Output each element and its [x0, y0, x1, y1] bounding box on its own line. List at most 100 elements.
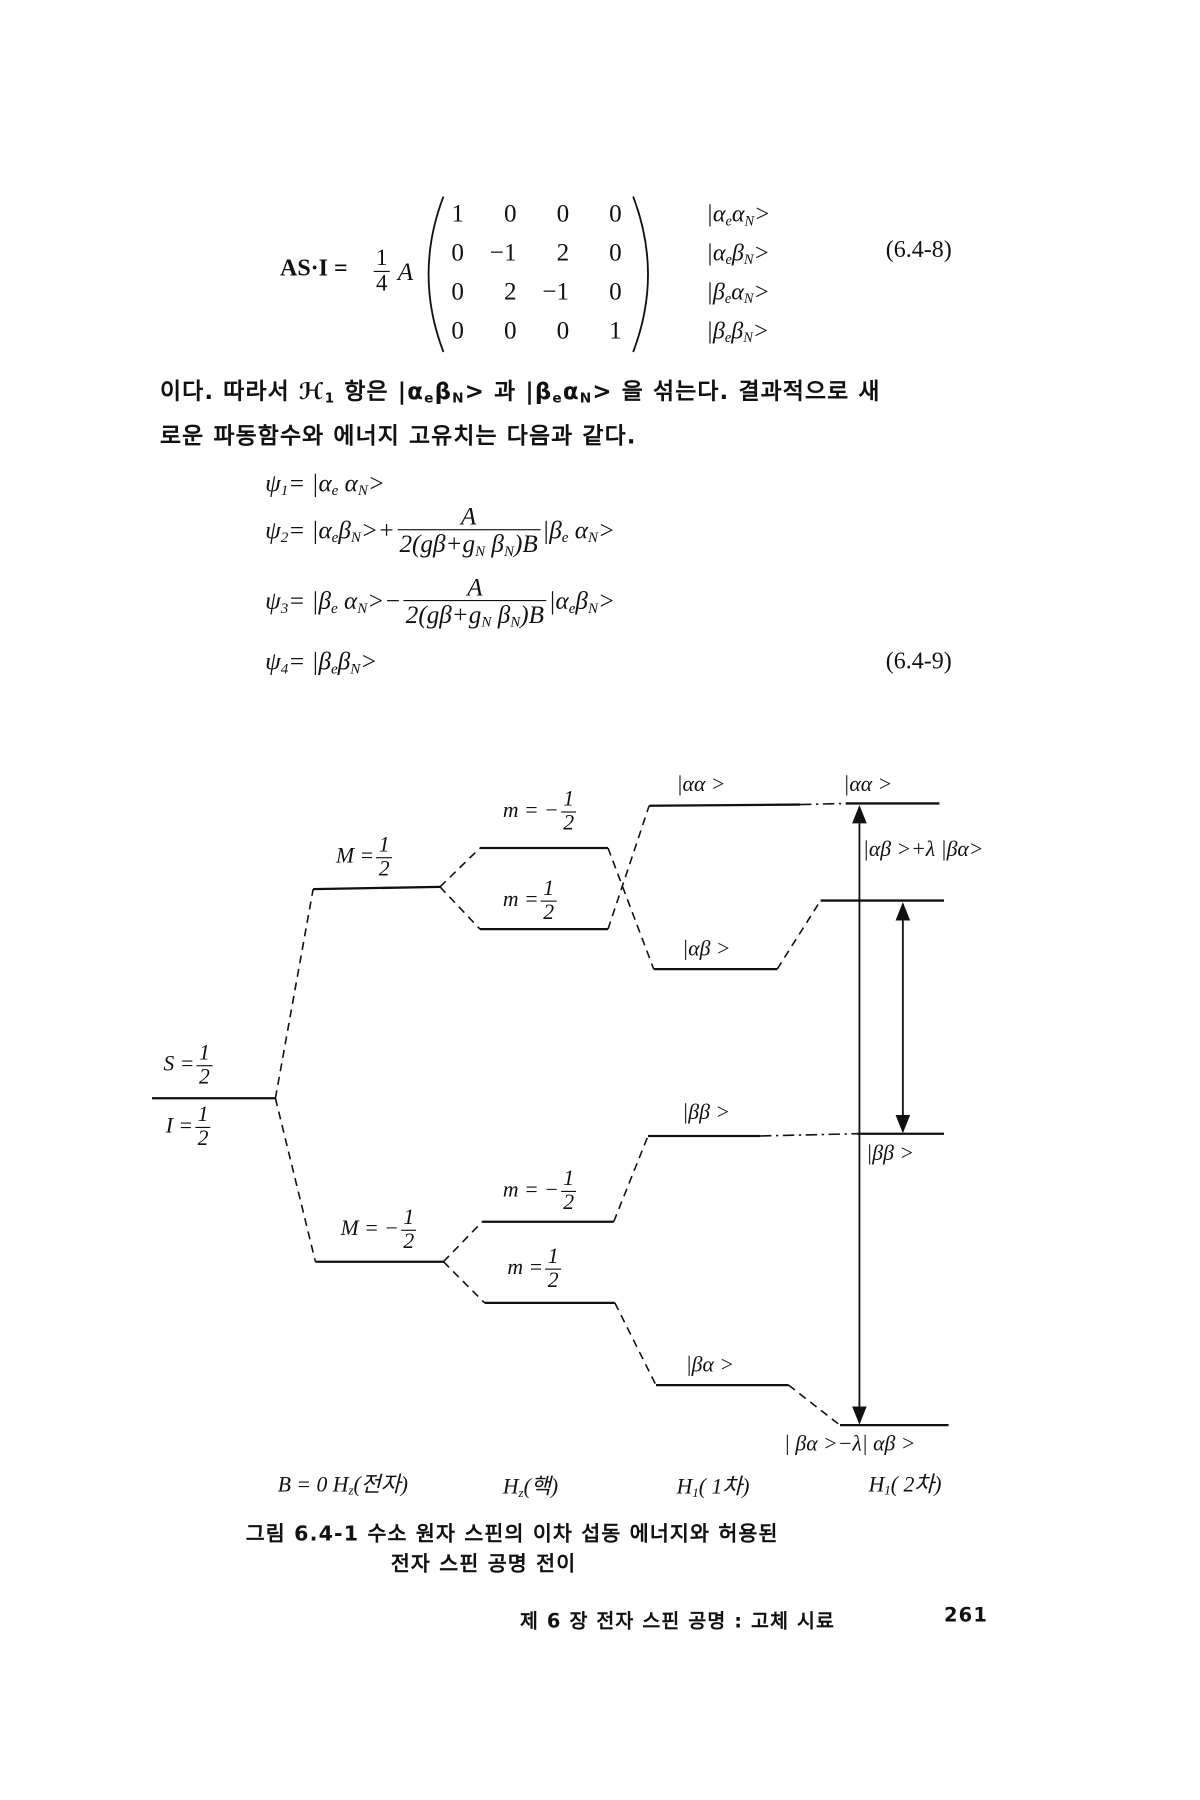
subscript: e [330, 599, 338, 617]
basis-ket: |βeβN> [706, 315, 770, 346]
text-run: β [338, 515, 351, 544]
denominator: 2 [560, 1190, 577, 1215]
subscript: 1 [280, 481, 289, 499]
denominator: 2 [376, 857, 392, 881]
denominator: 2 [195, 1126, 211, 1151]
denominator: 2 [545, 1268, 561, 1292]
text-run: α [338, 468, 358, 498]
subscript: N [452, 389, 465, 406]
text-run: 이다. 따라서 [159, 377, 299, 405]
numerator: 1 [198, 1041, 210, 1066]
matrix-cell-3-3: 1 [609, 315, 622, 344]
text-run: ( 2차) [890, 1473, 942, 1498]
equation-number: (6.4-9) [885, 646, 952, 675]
subscript: 4 [280, 659, 289, 677]
numerator: 1 [375, 245, 388, 271]
denominator: 2 [560, 811, 577, 835]
subscript: z [518, 1486, 524, 1501]
text-run: )B [513, 529, 538, 558]
text-run: 2(gβ+g [399, 529, 476, 558]
text-run: 항은 |α [335, 377, 425, 405]
text-run: > 을 섞는다. 결과적으로 새 [592, 377, 881, 405]
subscript: N [350, 528, 361, 546]
text-run: |α [706, 238, 726, 267]
text-run: |β [706, 277, 725, 306]
matrix-cell-0-3: 0 [609, 198, 622, 228]
subscript: 1 [692, 1486, 699, 1501]
subscript: e [331, 481, 339, 499]
subscript: e [424, 389, 435, 406]
text-run: 로운 파동함수와 에너지 고유치는 다음과 같다. [159, 421, 637, 450]
text-run: > [597, 515, 615, 544]
subscript: N [475, 542, 486, 560]
subscript: N [503, 542, 514, 560]
denominator: 2 [401, 1229, 417, 1254]
subscript: e [331, 528, 339, 546]
text-run: >+ [360, 515, 395, 544]
matrix-cell-1-3: 0 [609, 237, 622, 267]
numerator: 1 [378, 833, 390, 858]
matrix-cell-2-3: 0 [609, 276, 622, 306]
level-aa-first [649, 803, 801, 807]
numerator: 1 [547, 1244, 559, 1269]
numerator: A [467, 572, 483, 602]
label-prefix: m = [507, 1255, 544, 1280]
matrix-cell-1-0: 0 [451, 237, 464, 267]
label-prefix: M = − [340, 1216, 399, 1241]
matrix-cell-1-1: −1 [489, 237, 517, 267]
paragraph-line-2: 로운 파동함수와 에너지 고유치는 다음과 같다. [160, 417, 637, 450]
subscript: N [744, 212, 755, 229]
matrix-cell-3-1: 0 [503, 315, 517, 344]
running-head: 제 6 장 전자 스핀 공명 : 고체 시료 [519, 1610, 836, 1634]
text-run: β [491, 600, 511, 629]
text-run: > [753, 277, 770, 306]
basis-ket: |αeβN> [706, 238, 770, 268]
text-run: )B [520, 600, 545, 629]
matrix-cell-3-0: 0 [451, 315, 464, 344]
numerator: A [460, 501, 477, 531]
subscript: N [587, 528, 598, 546]
matrix-cell-0-1: 0 [503, 198, 517, 228]
subscript: e [724, 329, 732, 346]
text-run: (핵) [523, 1475, 559, 1500]
label-prefix: m = − [502, 1178, 559, 1203]
equation-number: (6.4-8) [885, 235, 952, 263]
axis-label-zeeman-nuclear: Hz(핵) [503, 1470, 558, 1501]
numerator: 1 [563, 787, 575, 812]
subscript: N [743, 251, 754, 268]
numerator: 1 [563, 1166, 575, 1191]
text-run: ℋ [298, 377, 325, 405]
numerator: 1 [543, 876, 555, 901]
subscript: 1 [884, 1484, 891, 1499]
subscript: e [552, 389, 563, 406]
text-run: α [568, 515, 588, 544]
fraction-quarter: 1 4 [373, 245, 390, 296]
text-run: > [597, 586, 615, 615]
subscript: e [724, 290, 732, 307]
state-label-aa: |αα > [676, 772, 726, 797]
label-prefix: I = [165, 1114, 194, 1139]
psi-2-right: |βe αN> [542, 515, 615, 546]
subscript: N [587, 599, 598, 617]
subscript: 1 [324, 389, 336, 406]
matrix-cell-2-0: 0 [451, 276, 464, 306]
numerator: 1 [403, 1205, 415, 1230]
denominator: 2 [196, 1065, 213, 1089]
psi-3-right: |αeβN> [549, 586, 615, 617]
state-label-bb: |ββ > [866, 1141, 914, 1166]
state-label-ba: |βα > [685, 1353, 734, 1378]
text-run: B = 0 H [277, 1473, 349, 1498]
figure-caption-line-1: 그림 6.4-1 수소 원자 스핀의 이차 섭동 에너지와 허용된 [245, 1522, 779, 1547]
text-run: |β [542, 515, 562, 544]
psi-1: ψ1= |αe αN> [265, 469, 385, 500]
text-run: β [575, 586, 588, 615]
matrix-cell-1-2: 2 [556, 237, 570, 267]
text-run: α [731, 277, 744, 306]
basis-ket: |βeαN> [706, 277, 770, 307]
